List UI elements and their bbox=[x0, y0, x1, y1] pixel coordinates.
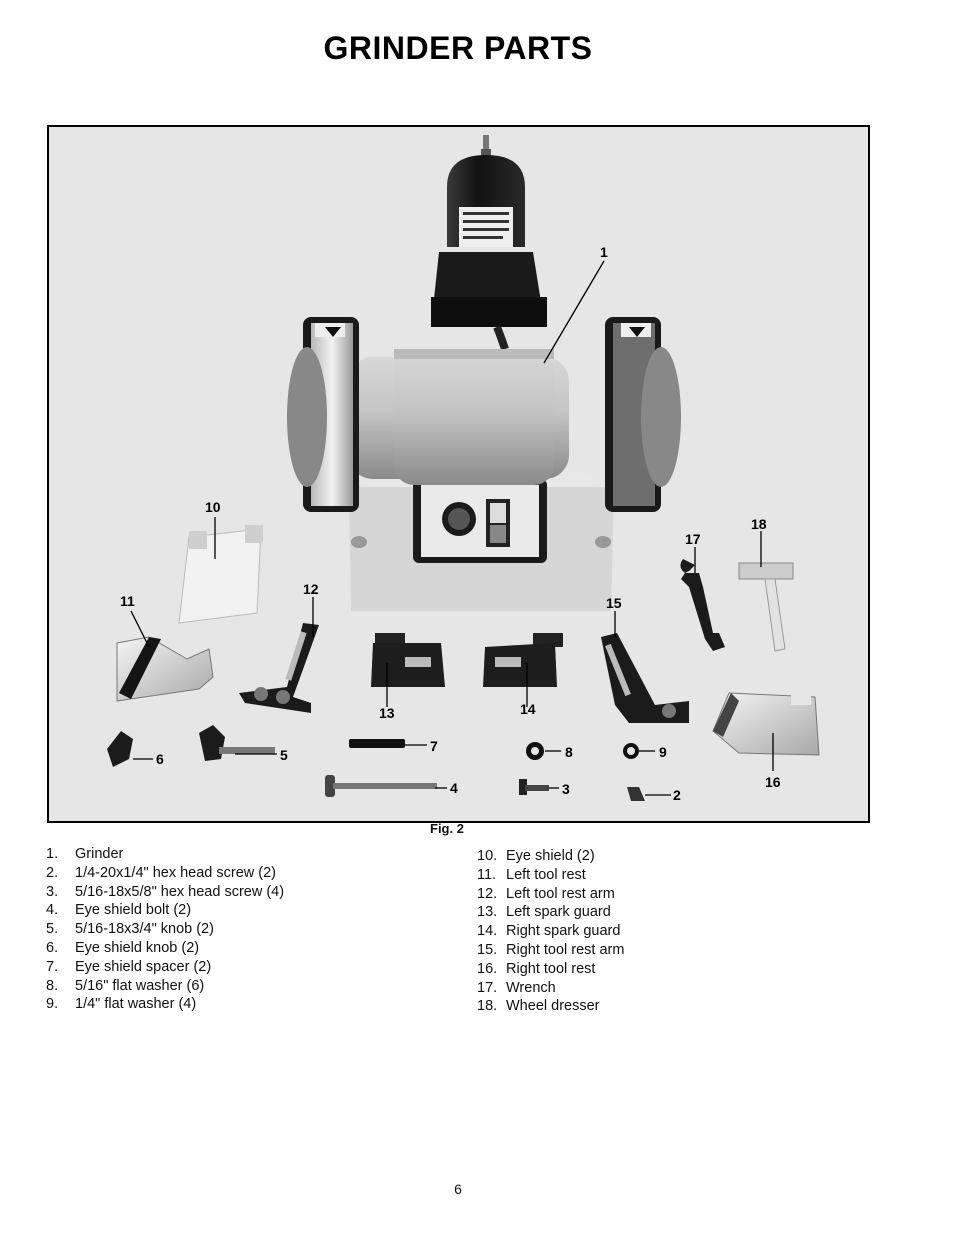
callout-2: 2 bbox=[673, 787, 681, 803]
callout-12: 12 bbox=[303, 581, 319, 597]
eye-shield-spacer-illustration bbox=[349, 739, 405, 748]
left-tool-rest-arm-illustration bbox=[239, 623, 319, 713]
list-item: 1.Grinder bbox=[46, 846, 124, 862]
list-item: 2.1/4-20x1/4" hex head screw (2) bbox=[46, 864, 277, 881]
eye-shield-bolt-illustration bbox=[325, 775, 437, 797]
list-item: 15.Right tool rest arm bbox=[477, 941, 625, 958]
callout-6: 6 bbox=[156, 751, 164, 767]
list-item: 6.Eye shield knob (2) bbox=[46, 939, 200, 956]
grinder-illustration bbox=[287, 135, 681, 611]
list-item: 4.Eye shield bolt (2) bbox=[46, 902, 192, 919]
screw-3-illustration bbox=[519, 779, 549, 795]
callout-5: 5 bbox=[280, 747, 288, 763]
callout-16: 16 bbox=[765, 774, 781, 790]
leader-lines bbox=[130, 260, 774, 796]
eye-shield-knob-illustration bbox=[107, 731, 133, 767]
right-tool-rest-arm-illustration bbox=[601, 633, 689, 723]
callout-10: 10 bbox=[205, 499, 221, 515]
left-spark-guard-illustration bbox=[371, 633, 445, 687]
callout-1: 1 bbox=[600, 244, 608, 260]
washer-8-illustration bbox=[526, 742, 544, 760]
list-item: 13.Left spark guard bbox=[477, 904, 611, 921]
callout-8: 8 bbox=[565, 744, 573, 760]
list-item: 16.Right tool rest bbox=[477, 960, 596, 977]
list-item: 5.5/16-18x3/4" knob (2) bbox=[46, 921, 214, 938]
callout-15: 15 bbox=[606, 595, 622, 611]
callout-3: 3 bbox=[562, 781, 570, 797]
list-item: 9.1/4" flat washer (4) bbox=[46, 996, 197, 1013]
right-spark-guard-illustration bbox=[483, 633, 563, 687]
parts-list-right: 10.Eye shield (2) 11.Left tool rest 12.L… bbox=[477, 847, 624, 1016]
list-item: 14.Right spark guard bbox=[477, 923, 621, 940]
callout-4: 4 bbox=[450, 780, 458, 796]
list-item: 11.Left tool rest bbox=[477, 866, 586, 883]
page-title: GRINDER PARTS bbox=[323, 30, 593, 66]
left-tool-rest-illustration bbox=[116, 636, 214, 702]
page-number: 6 bbox=[454, 1181, 462, 1197]
screw-2-illustration bbox=[627, 787, 645, 801]
list-item: 18.Wheel dresser bbox=[477, 998, 600, 1015]
right-tool-rest-illustration bbox=[712, 691, 820, 756]
list-item: 3.5/16-18x5/8" hex head screw (4) bbox=[46, 883, 285, 900]
list-item: 7.Eye shield spacer (2) bbox=[46, 958, 212, 975]
washer-9-illustration bbox=[623, 743, 639, 759]
eye-shield-illustration bbox=[178, 525, 263, 624]
parts-list-left: 1.Grinder 2.1/4-20x1/4" hex head screw (… bbox=[46, 845, 284, 1014]
callout-9: 9 bbox=[659, 744, 667, 760]
wrench-illustration bbox=[680, 559, 725, 651]
callout-11: 11 bbox=[120, 593, 135, 609]
callout-14: 14 bbox=[520, 701, 536, 717]
list-item: 17.Wrench bbox=[477, 979, 556, 996]
parts-figure: 1 2 3 4 5 6 7 8 9 10 11 12 13 14 15 16 1… bbox=[47, 125, 870, 823]
knob-5-illustration bbox=[199, 725, 275, 761]
callout-7: 7 bbox=[430, 738, 438, 754]
wheel-dresser-illustration bbox=[738, 562, 794, 652]
list-item: 8.5/16" flat washer (6) bbox=[46, 977, 205, 994]
callout-17: 17 bbox=[685, 531, 701, 547]
callout-18: 18 bbox=[751, 516, 767, 532]
callout-13: 13 bbox=[379, 705, 395, 721]
list-item: 12.Left tool rest arm bbox=[477, 885, 615, 902]
figure-caption: Fig. 2 bbox=[430, 821, 464, 836]
list-item: 10.Eye shield (2) bbox=[477, 848, 595, 864]
